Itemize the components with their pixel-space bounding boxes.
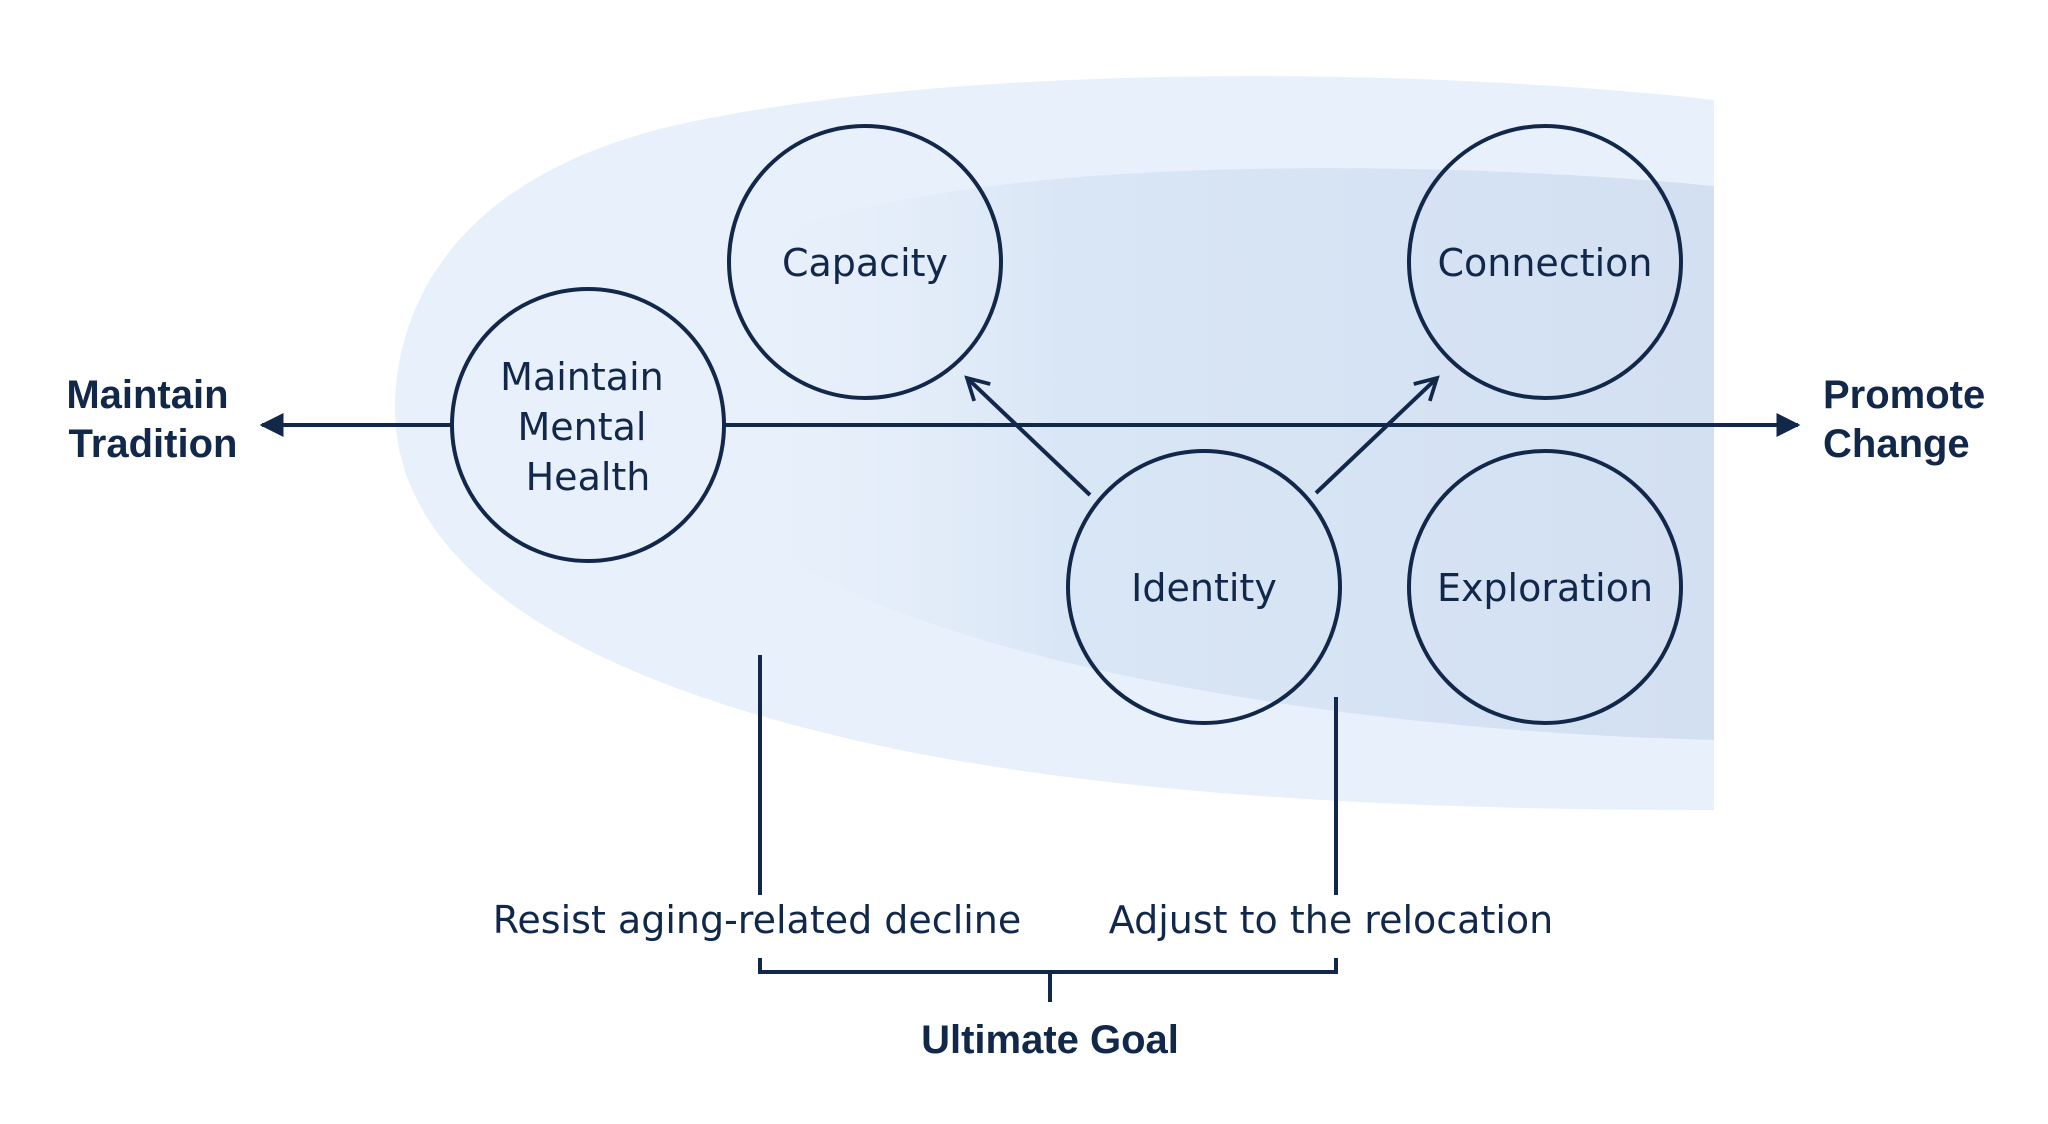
pole-left-line-1: Maintain	[66, 373, 228, 417]
node-exploration-label: Exploration	[1437, 566, 1653, 610]
node-mental-health-label: Maintain Mental Health	[500, 355, 676, 499]
arrow-identity-to-connection	[1314, 375, 1440, 495]
pole-left-label: Maintain Tradition	[66, 373, 239, 466]
node-connection-label: Connection	[1437, 241, 1652, 285]
pole-right-line-2: Change	[1823, 422, 1970, 466]
pole-right-label: Promote Change	[1823, 373, 1996, 466]
node-capacity	[727, 124, 1003, 400]
node-mental-health-line-1: Maintain	[500, 355, 664, 399]
goal-right-label: Adjust to the relocation	[1109, 898, 1553, 942]
node-mental-health-line-3: Health	[526, 455, 651, 499]
arrow-identity-to-capacity	[964, 375, 1092, 497]
node-identity-label: Identity	[1131, 566, 1277, 610]
node-exploration	[1407, 449, 1683, 725]
node-capacity-label: Capacity	[782, 241, 948, 285]
pole-right-line-1: Promote	[1823, 373, 1985, 417]
inner-region	[710, 168, 1714, 740]
node-connection	[1407, 124, 1683, 400]
ultimate-goal-label: Ultimate Goal	[921, 1018, 1179, 1062]
pole-left-line-2: Tradition	[69, 422, 238, 466]
node-mental-health	[450, 287, 726, 563]
goal-left-label: Resist aging-related decline	[493, 898, 1022, 942]
node-mental-health-line-2: Mental	[517, 405, 646, 449]
goal-bracket	[758, 958, 1338, 974]
node-identity	[1066, 449, 1342, 725]
